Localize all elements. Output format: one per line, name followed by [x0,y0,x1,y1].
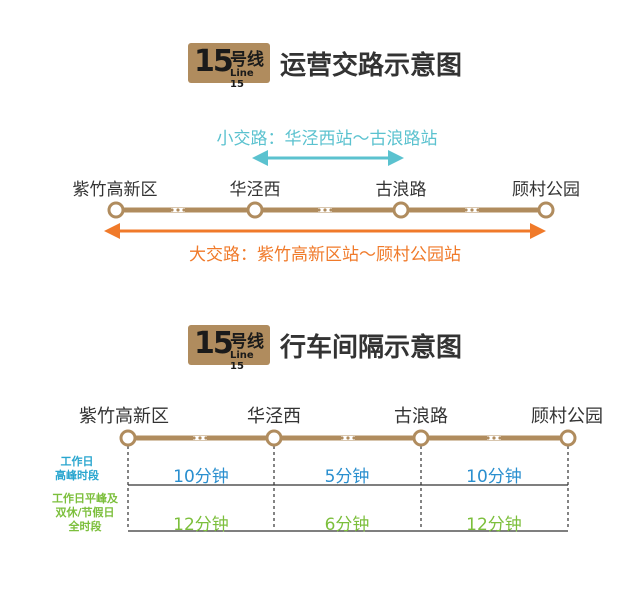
station-dot-zizhu [107,201,125,219]
short-route-arrow [252,150,404,166]
badge-cn: 号线 [230,50,264,70]
row-label-line: 工作日 [60,455,94,468]
row-label-peak: 工作日 高峰时段 [55,455,99,483]
station-zizhu: 紫竹高新区 [72,180,158,200]
badge-en: Line 15 [230,350,254,372]
station-2-huajingxi: 华泾西 [247,406,301,427]
badge-number: 15 [194,326,234,361]
station-dot-2-huajingxi [265,429,283,447]
routing-title: 运营交路示意图 [280,50,463,81]
long-route-label: 大交路：紫竹高新区站～顾村公园站 [189,245,461,265]
interval-offpeak-3: 12分钟 [466,515,522,535]
station-dot-gucun [537,201,555,219]
row-label-line: 全时段 [68,520,102,533]
interval-title-row: 15 号线 Line 15 行车间隔示意图 [188,325,463,372]
station-2-zizhu: 紫竹高新区 [79,406,169,427]
row-label-line: 高峰时段 [55,469,99,482]
badge-cn: 号线 [230,332,264,352]
interval-offpeak-2: 6分钟 [324,515,370,535]
line-15-badge-2: 15 号线 Line 15 [188,325,270,372]
interval-peak-1: 10分钟 [173,467,229,487]
row-label-line: 工作日平峰及 [52,492,118,505]
long-route-arrow [104,223,546,239]
short-route-label: 小交路：华泾西站～古浪路站 [216,129,438,149]
line-15-badge: 15 号线 Line 15 [188,43,270,90]
interval-peak-2: 5分钟 [324,467,370,487]
station-dot-2-gulanglu [412,429,430,447]
station-dot-2-gucun [559,429,577,447]
badge-en: Line 15 [230,68,254,90]
interval-dividers [127,446,569,530]
station-gucun: 顾村公园 [512,180,580,200]
interval-offpeak-1: 12分钟 [173,515,229,535]
station-dot-huajingxi [246,201,264,219]
station-2-gulanglu: 古浪路 [394,406,448,427]
station-gulanglu: 古浪路 [375,180,427,200]
station-dot-gulanglu [392,201,410,219]
row-label-line: 双休/节假日 [55,506,115,519]
badge-number: 15 [194,44,234,79]
station-dot-2-zizhu [119,429,137,447]
row-label-offpeak: 工作日平峰及 双休/节假日 全时段 [52,492,118,534]
interval-title: 行车间隔示意图 [280,332,463,363]
station-huajingxi: 华泾西 [229,180,281,200]
station-2-gucun: 顾村公园 [531,406,603,427]
interval-peak-3: 10分钟 [466,467,522,487]
routing-title-row: 15 号线 Line 15 运营交路示意图 [188,43,463,90]
